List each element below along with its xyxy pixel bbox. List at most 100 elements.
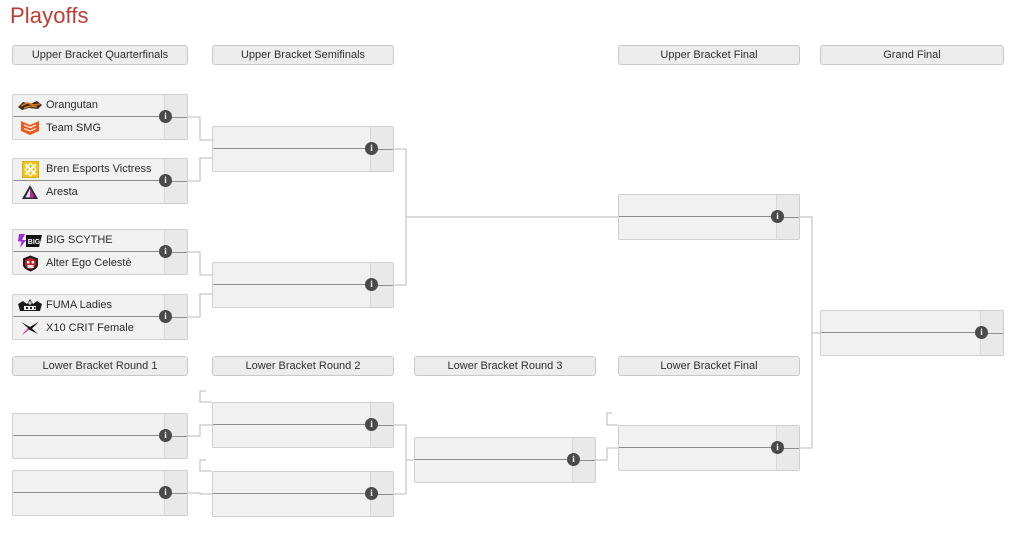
team-row[interactable]: [213, 285, 370, 307]
info-icon[interactable]: i: [159, 486, 172, 499]
round-header-ub-sf[interactable]: Upper Bracket Semifinals: [212, 45, 394, 65]
team-row[interactable]: [415, 460, 572, 482]
connector-line: [188, 157, 212, 182]
round-header-lb-r1[interactable]: Lower Bracket Round 1: [12, 356, 188, 376]
round-header-gf[interactable]: Grand Final: [820, 45, 1004, 65]
info-icon[interactable]: i: [159, 245, 172, 258]
team-row[interactable]: [619, 426, 776, 448]
team-row[interactable]: [13, 471, 164, 493]
round-header-ub-qf[interactable]: Upper Bracket Quarterfinals: [12, 45, 188, 65]
info-icon[interactable]: i: [567, 453, 580, 466]
match-lbr2a[interactable]: [212, 402, 394, 448]
team-row[interactable]: Orangutan: [13, 95, 164, 117]
round-header-lb-r3[interactable]: Lower Bracket Round 3: [414, 356, 596, 376]
team-row[interactable]: Bren Esports Victress: [13, 159, 164, 181]
info-icon[interactable]: i: [159, 174, 172, 187]
team-row[interactable]: [619, 195, 776, 217]
match-lbr1b[interactable]: [12, 470, 188, 516]
team-row[interactable]: [213, 403, 370, 425]
round-header-label: Lower Bracket Round 3: [447, 360, 563, 372]
team-row[interactable]: Team SMG: [13, 117, 164, 139]
round-header-lb-f[interactable]: Lower Bracket Final: [618, 356, 800, 376]
connector-line: [199, 390, 212, 403]
team-score: [165, 159, 187, 182]
team-row[interactable]: [213, 263, 370, 285]
connector-line: [199, 459, 212, 472]
match-lbr1a[interactable]: [12, 413, 188, 459]
info-icon[interactable]: i: [159, 429, 172, 442]
team-row[interactable]: [13, 493, 164, 515]
info-icon[interactable]: i: [365, 418, 378, 431]
match-lbf[interactable]: [618, 425, 800, 471]
team-row[interactable]: [619, 217, 776, 239]
team-row[interactable]: [13, 436, 164, 458]
team-score: [371, 263, 393, 286]
team-row[interactable]: [213, 425, 370, 447]
round-header-label: Upper Bracket Final: [660, 49, 758, 61]
team-row[interactable]: [213, 127, 370, 149]
match-gf[interactable]: [820, 310, 1004, 356]
round-header-label: Lower Bracket Round 2: [245, 360, 361, 372]
match-teams: [415, 438, 572, 482]
info-icon[interactable]: i: [365, 278, 378, 291]
round-header-lb-r2[interactable]: Lower Bracket Round 2: [212, 356, 394, 376]
match-teams: [13, 471, 164, 515]
round-header-label: Lower Bracket Final: [660, 360, 758, 372]
info-icon[interactable]: i: [975, 326, 988, 339]
page-title: Playoffs: [10, 3, 89, 28]
match-teams: [13, 414, 164, 458]
team-name: Alter Ego Celestè: [46, 256, 132, 269]
match-ubsf1[interactable]: [212, 126, 394, 172]
team-row[interactable]: [213, 472, 370, 494]
team-row[interactable]: [821, 311, 980, 333]
info-icon[interactable]: i: [771, 210, 784, 223]
fuma-logo: [17, 297, 43, 314]
match-teams: [213, 127, 370, 171]
round-header-ub-f[interactable]: Upper Bracket Final: [618, 45, 800, 65]
match-lbr2b[interactable]: [212, 471, 394, 517]
match-teams: [213, 403, 370, 447]
connector-line: [394, 459, 414, 495]
team-row[interactable]: [821, 333, 980, 355]
connector-line: [394, 216, 618, 286]
team-row[interactable]: [213, 494, 370, 516]
match-ubf[interactable]: [618, 194, 800, 240]
info-icon[interactable]: i: [159, 110, 172, 123]
team-score: [165, 471, 187, 494]
connector-line: [188, 424, 212, 437]
connector-line: [188, 116, 212, 141]
team-row[interactable]: [415, 438, 572, 460]
connector-line: [800, 216, 820, 334]
info-icon[interactable]: i: [159, 310, 172, 323]
team-score: [165, 95, 187, 118]
info-icon[interactable]: i: [365, 142, 378, 155]
round-header-label: Grand Final: [883, 49, 941, 61]
team-row[interactable]: Alter Ego Celestè: [13, 252, 164, 274]
match-teams: [213, 472, 370, 516]
team-score: [573, 438, 595, 461]
team-score: [371, 127, 393, 150]
team-name: FUMA Ladies: [46, 299, 113, 311]
team-row[interactable]: [213, 149, 370, 171]
team-row[interactable]: X10 CRIT Female: [13, 317, 164, 339]
connector-line: [800, 332, 820, 449]
match-lbr3[interactable]: [414, 437, 596, 483]
team-score: [165, 230, 187, 253]
info-icon[interactable]: i: [771, 441, 784, 454]
info-icon[interactable]: i: [365, 487, 378, 500]
team-row[interactable]: [13, 414, 164, 436]
team-score: [371, 403, 393, 426]
round-header-label: Lower Bracket Round 1: [42, 360, 158, 372]
connector-line: [394, 148, 618, 218]
team-row[interactable]: [619, 448, 776, 470]
team-row[interactable]: Aresta: [13, 181, 164, 203]
team-row[interactable]: FUMA Ladies: [13, 295, 164, 317]
